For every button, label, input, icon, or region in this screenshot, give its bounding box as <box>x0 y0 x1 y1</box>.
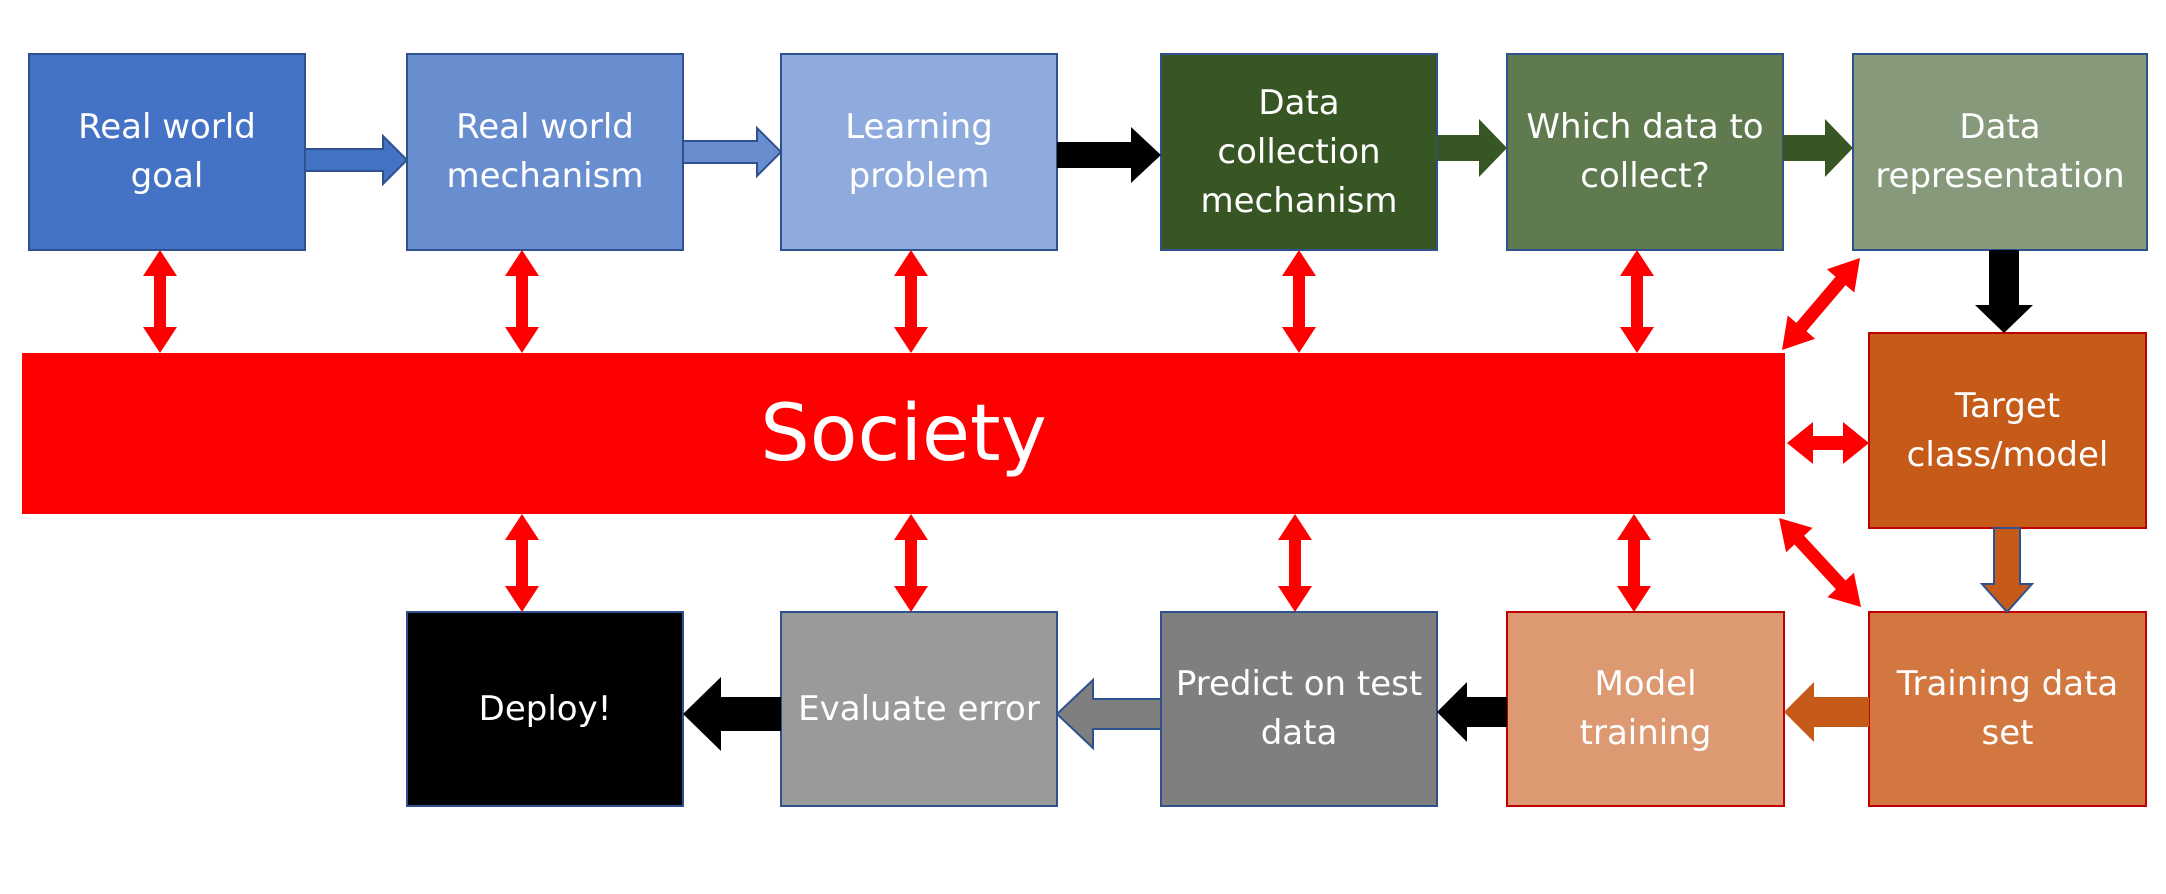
evaluate-error-box <box>780 611 1058 807</box>
arrow-target-to-training-set <box>1979 527 2035 614</box>
society-arrow-target-class-model <box>1787 422 1869 464</box>
learning-problem-label: Learning problem <box>845 107 993 196</box>
target-class-model-label: Target class/model <box>1906 385 2109 475</box>
society-arrow-data-representation <box>1782 258 1860 350</box>
society-label: Society <box>760 388 1047 479</box>
data-collection-mechanism-box <box>1160 53 1438 251</box>
data-collection-mechanism-label: Data collection mechanism <box>1200 82 1398 221</box>
which-data-to-collect-box <box>1506 53 1784 251</box>
arrow-goal-to-mechanism <box>304 133 409 187</box>
arrow-problem-to-collection <box>1057 127 1161 183</box>
society-arrow-predict-on-test-data <box>1278 514 1312 612</box>
society-arrow-real-world-goal <box>143 250 177 353</box>
data-representation-label: Data representation <box>1875 107 2125 196</box>
arrow-predict-to-evaluate <box>1055 677 1162 751</box>
training-data-set-label: Training data set <box>1896 664 2119 753</box>
model-training-label: Model training <box>1579 664 1712 753</box>
learning-problem-box <box>780 53 1058 251</box>
arrow-mechanism-to-problem <box>682 125 783 179</box>
predict-on-test-data-label: Predict on test data <box>1175 664 1423 753</box>
which-data-to-collect-label: Which data to collect? <box>1526 107 1764 196</box>
real-world-mechanism-label: Real world mechanism <box>446 107 644 196</box>
society-arrow-which-data-to-collect <box>1620 250 1654 353</box>
evaluate-error-label: Evaluate error <box>798 688 1040 729</box>
arrow-which-to-representation <box>1783 119 1853 177</box>
society-arrow-learning-problem <box>894 250 928 353</box>
arrow-evaluate-to-deploy <box>683 677 781 751</box>
society-arrow-real-world-mechanism <box>505 250 539 353</box>
society-arrow-training-data-set <box>1779 518 1861 607</box>
society-arrow-deploy <box>505 514 539 612</box>
predict-on-test-data-box <box>1160 611 1438 807</box>
target-class-model-box <box>1868 332 2147 529</box>
society-arrow-evaluate-error <box>894 514 928 612</box>
arrow-representation-to-target <box>1975 250 2033 333</box>
real-world-mechanism-box <box>406 53 684 251</box>
arrow-collection-to-which <box>1437 119 1507 177</box>
society-band <box>22 353 1785 514</box>
arrow-model-to-predict <box>1437 682 1507 742</box>
society-arrow-data-collection-mechanism <box>1282 250 1316 353</box>
arrow-training-set-to-model <box>1784 682 1869 742</box>
real-world-goal-box <box>28 53 306 251</box>
society-arrow-model-training <box>1617 514 1651 612</box>
real-world-goal-label: Real world goal <box>78 107 256 196</box>
training-data-set-box <box>1868 611 2147 807</box>
deploy-box <box>406 611 684 807</box>
deploy-label: Deploy! <box>478 688 612 729</box>
